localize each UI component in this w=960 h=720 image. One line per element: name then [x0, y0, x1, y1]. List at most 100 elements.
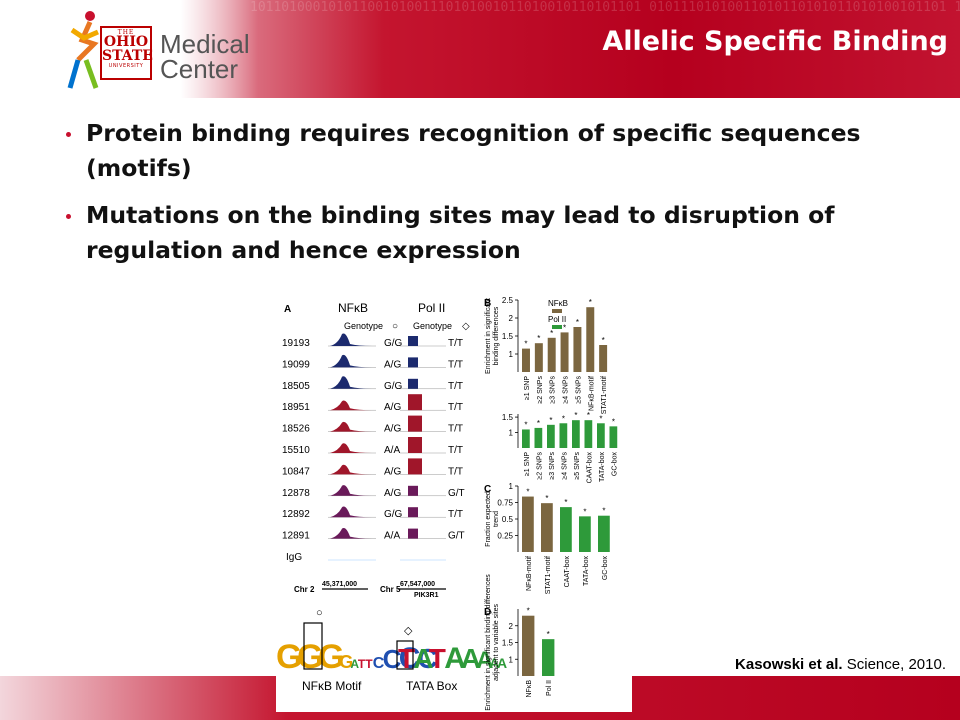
bar: [522, 496, 534, 552]
nfkb-peak: [330, 376, 372, 389]
tata-letter: T: [429, 643, 446, 674]
bar: [522, 615, 535, 676]
logo-medical-center: Medical Center: [160, 31, 250, 82]
motif-letter: G: [297, 638, 323, 676]
polii-peak: [408, 437, 422, 453]
motif-letter: G: [339, 652, 353, 672]
significance-star: *: [589, 298, 592, 307]
genotype-header-1: Genotype: [344, 321, 383, 331]
slide-title: Allelic Specific Binding: [602, 26, 948, 57]
y-tick-label: 1.5: [502, 413, 514, 422]
y-tick-label: 2.5: [502, 296, 514, 305]
genotype-polii: T/T: [448, 381, 463, 392]
motif-letter: T: [365, 657, 373, 671]
y-tick-label: 0.25: [497, 532, 513, 541]
category-label: ≥2 SNPs: [536, 452, 543, 480]
category-label: ≥1 SNP: [524, 376, 531, 400]
significance-star: *: [550, 329, 553, 338]
y-tick-label: 1.5: [502, 639, 514, 648]
genotype-polii: T/T: [448, 424, 463, 435]
col1-marker: ○: [392, 321, 398, 332]
motif-a-highlight-box: [303, 622, 323, 670]
panel-label-a: A: [284, 304, 291, 315]
binary-pattern: 1011010001010110010100111010100101101001…: [250, 0, 960, 15]
bullet-item: Mutations on the binding sites may lead …: [66, 198, 946, 268]
nfkb-peak: [330, 506, 372, 518]
sample-id: 19099: [282, 359, 310, 370]
chr-a-position: 45,371,000: [322, 581, 357, 588]
category-label: ≥2 SNPs: [537, 376, 544, 404]
y-tick-label: 1: [509, 655, 514, 664]
polii-peak: [408, 357, 418, 368]
motif-a-marker: ○: [316, 607, 323, 619]
bar: [522, 429, 530, 448]
bar: [547, 424, 555, 448]
significance-star: *: [602, 507, 605, 516]
citation-journal: Science, 2010.: [846, 656, 946, 673]
category-label: NFκB: [526, 680, 533, 698]
nfkb-peak: [330, 333, 372, 346]
logo-state: STATE: [102, 48, 153, 64]
y-tick-label: 1: [509, 350, 514, 359]
citation: Kasowski et al. Science, 2010.: [686, 656, 946, 674]
chr-b-label: Chr 5: [380, 585, 401, 594]
tata-letter: A: [413, 643, 433, 674]
significance-star: *: [574, 411, 577, 420]
legend-label: Pol II: [548, 315, 566, 324]
chr-a-label: Chr 2: [294, 585, 315, 594]
bar: [542, 639, 555, 676]
bullet-text: Mutations on the binding sites may lead …: [86, 201, 835, 264]
bar: [522, 348, 530, 372]
category-label: TATA-box: [583, 556, 590, 586]
genotype-nfkb: A/G: [384, 466, 401, 477]
genotype-polii: T/T: [448, 509, 463, 520]
tata-letter: T: [398, 643, 415, 674]
polii-peak: [408, 394, 422, 411]
y-tick-label: 1: [509, 429, 514, 438]
category-label: ≥4 SNPs: [561, 452, 568, 480]
bullet-dot-icon: [66, 132, 71, 137]
nfkb-peak: [330, 485, 372, 496]
category-label: GC-box: [602, 556, 609, 581]
sample-id: 12878: [282, 488, 310, 499]
significance-star: *: [526, 488, 529, 497]
polii-peak: [408, 458, 422, 475]
nfkb-peak: [330, 527, 372, 539]
bar: [560, 507, 572, 552]
polii-peak: [408, 415, 422, 432]
bullet-dot-icon: [66, 214, 71, 219]
bar: [599, 345, 608, 372]
genotype-nfkb: A/G: [384, 488, 401, 499]
bar: [609, 426, 618, 448]
panel-label: D: [484, 607, 491, 618]
bullet-item: Protein binding requires recognition of …: [66, 116, 946, 186]
genotype-header-2: Genotype: [413, 321, 452, 331]
genotype-nfkb: A/G: [384, 359, 401, 370]
category-label: CAAT-box: [586, 452, 593, 484]
logo[interactable]: THE OHIO STATE UNIVERSITY Medical Center: [0, 0, 258, 98]
significance-star: *: [564, 498, 567, 507]
motif-b-marker: ◇: [404, 625, 413, 637]
bar: [560, 332, 569, 372]
bar: [547, 337, 556, 372]
sample-id: 19193: [282, 338, 310, 349]
genotype-polii: T/T: [448, 466, 463, 477]
significance-star: *: [527, 607, 530, 616]
significance-star: *: [587, 411, 590, 420]
legend-swatch: [552, 309, 562, 313]
significance-star: *: [583, 507, 586, 516]
polii-peak: [408, 378, 418, 389]
panel-label: C: [484, 484, 491, 495]
bullet-text: Protein binding requires recognition of …: [86, 119, 861, 182]
genotype-polii: T/T: [448, 359, 463, 370]
polii-peak: [408, 336, 418, 346]
ohio-state-wordmark: THE OHIO STATE UNIVERSITY: [100, 26, 153, 80]
significance-star: *: [599, 414, 602, 423]
significance-star: *: [537, 334, 540, 343]
bar: [534, 427, 543, 448]
legend-label: NFκB: [548, 299, 568, 308]
